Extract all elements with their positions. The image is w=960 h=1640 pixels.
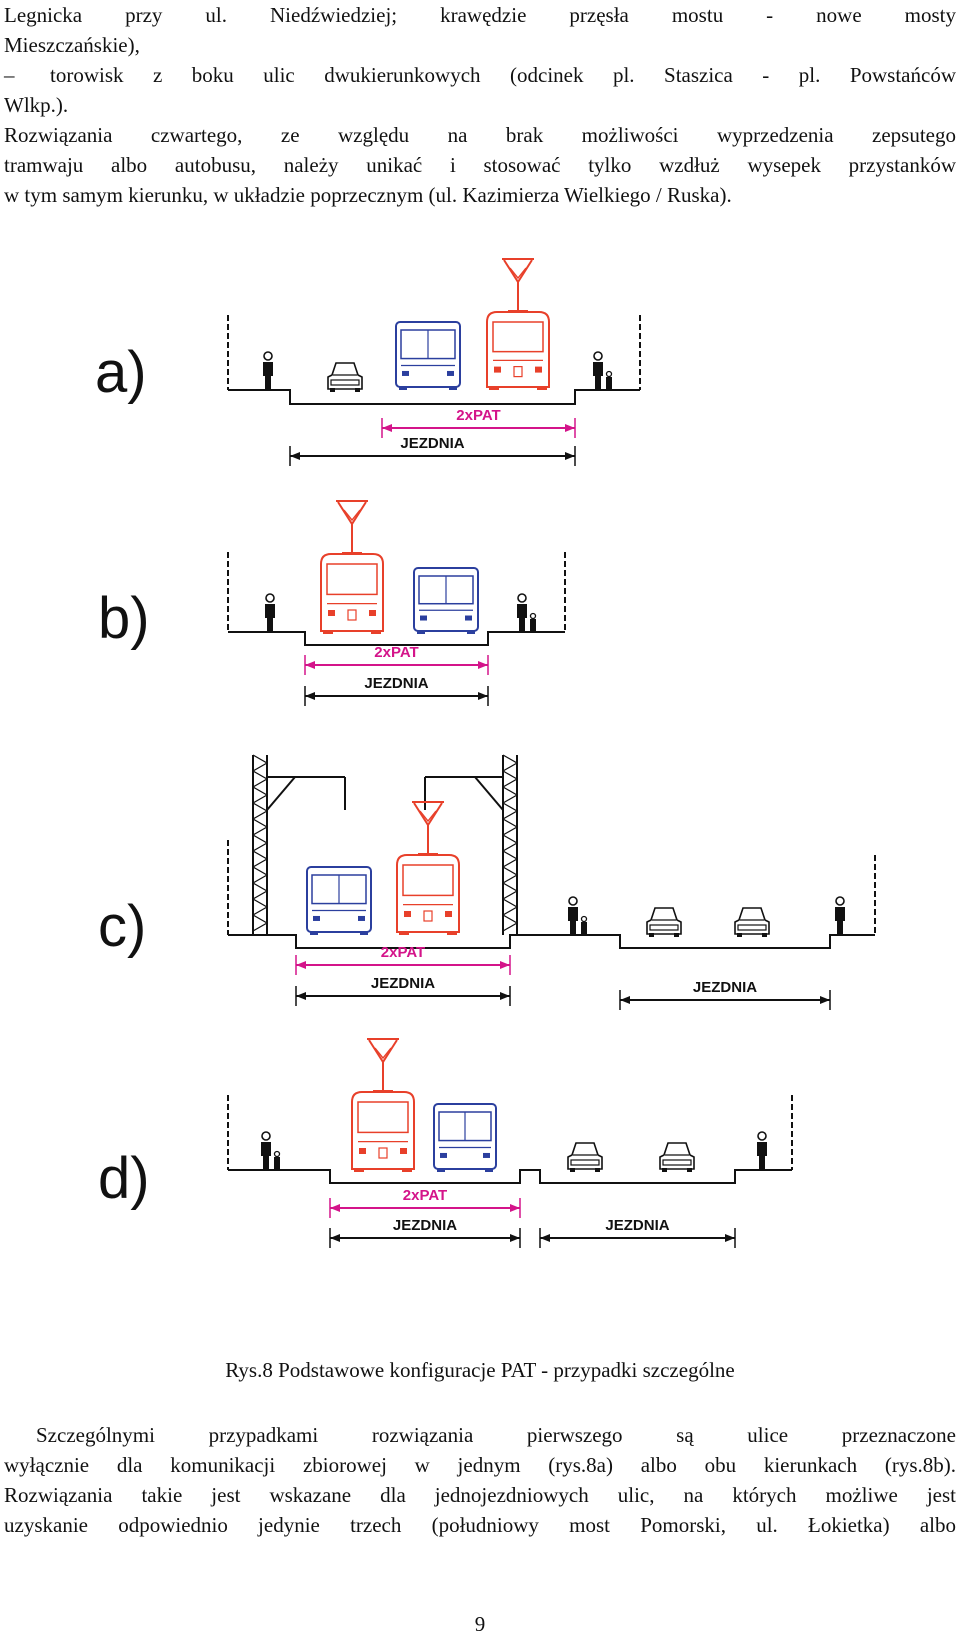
pantograph-icon — [367, 1038, 399, 1092]
ground-profile — [228, 631, 565, 646]
tram-icon — [486, 311, 550, 390]
text-line: Szczególnymi przypadkami rozwiązania pie… — [36, 1423, 956, 1447]
pat-label: 2xPAT — [374, 644, 418, 661]
cross-section-figure: a) 2xPAT JEZDNIA b) 2xPAT JEZDNIA c) 2xPAT JEZDN… — [95, 258, 876, 1248]
road-dimension: JEZDNIA — [539, 1217, 736, 1248]
road-dimension: JEZDNIA — [329, 1217, 521, 1248]
pat-dimension: 2xPAT — [304, 644, 489, 675]
panel-label: d) — [98, 1146, 150, 1211]
figure-caption: Rys.8 Podstawowe konfiguracje PAT - przy… — [225, 1358, 735, 1382]
pedestrian-with-child-icon — [261, 1131, 281, 1170]
text-line: w tym samym kierunku, w układzie poprzec… — [4, 183, 732, 207]
road-dimension: JEZDNIA — [295, 975, 511, 1006]
pat-dimension: 2xPAT — [381, 407, 576, 438]
text-line: Wlkp.). — [4, 93, 69, 117]
pantograph-icon — [502, 258, 534, 312]
tram-icon — [320, 553, 384, 634]
road-label: JEZDNIA — [371, 975, 435, 992]
text-line-dash: – torowisk z boku ulic dwukierunkowych (o… — [4, 60, 956, 90]
ground-profile — [228, 934, 875, 949]
bus-icon — [306, 866, 372, 935]
pat-label: 2xPAT — [456, 407, 500, 424]
bus-icon — [413, 567, 479, 634]
ground-profile — [228, 1169, 792, 1184]
text-line: Rozwiązania takie jest wskazane dla jedn… — [4, 1483, 956, 1507]
text-line: torowisk z boku ulic dwukierunkowych (od… — [50, 63, 956, 87]
text-line: Mieszczańskie), — [4, 33, 140, 57]
overhead-gantry — [252, 754, 519, 935]
pat-dimension: 2xPAT — [295, 944, 511, 975]
pedestrian-icon — [835, 896, 845, 935]
road-dimension: JEZDNIA — [289, 435, 576, 466]
ground-profile — [228, 389, 640, 405]
pedestrian-with-child-icon — [593, 351, 613, 390]
pedestrian-icon — [757, 1131, 767, 1170]
pedestrian-with-child-icon — [568, 896, 588, 935]
pat-dimension: 2xPAT — [329, 1187, 521, 1218]
car-icon — [659, 1142, 695, 1172]
pedestrian-with-child-icon — [517, 593, 537, 632]
panel-label: a) — [95, 340, 147, 405]
pat-label: 2xPAT — [381, 944, 425, 961]
panel-label: b) — [98, 586, 150, 651]
road-label: JEZDNIA — [400, 435, 464, 452]
car-icon — [567, 1142, 603, 1172]
page-number: 9 — [474, 1612, 486, 1636]
text-line: wyłącznie dla komunikacji zbiorowej w je… — [4, 1453, 956, 1477]
car-icon — [734, 907, 770, 937]
text-line: tramwaju albo autobusu, należy unikać i … — [4, 153, 956, 177]
bottom-paragraph: Szczególnymi przypadkami rozwiązania pie… — [4, 1420, 956, 1540]
pedestrian-icon — [265, 593, 275, 632]
road-label: JEZDNIA — [393, 1217, 457, 1234]
pat-label: 2xPAT — [403, 1187, 447, 1204]
road-dimension: JEZDNIA — [619, 979, 831, 1010]
bus-icon — [395, 321, 461, 390]
text-line: Legnicka przy ul. Niedźwiedziej; krawędz… — [4, 3, 956, 27]
road-dimension: JEZDNIA — [304, 675, 489, 706]
pedestrian-icon — [263, 351, 273, 390]
car-icon — [646, 907, 682, 937]
panel-label: c) — [98, 894, 146, 959]
tram-icon — [396, 854, 460, 935]
text-line: Rozwiązania czwartego, ze względu na bra… — [4, 123, 956, 147]
list-dash: – — [4, 63, 15, 87]
road-label: JEZDNIA — [693, 979, 757, 996]
bus-icon — [433, 1103, 497, 1172]
road-label: JEZDNIA — [605, 1217, 669, 1234]
pantograph-icon — [412, 801, 444, 855]
top-paragraph: Legnicka przy ul. Niedźwiedziej; krawędz… — [4, 0, 956, 210]
car-icon — [327, 362, 363, 392]
text-line: uzyskanie odpowiednio jedynie trzech (po… — [4, 1513, 956, 1537]
pantograph-icon — [336, 500, 368, 554]
tram-icon — [351, 1091, 415, 1172]
road-label: JEZDNIA — [364, 675, 428, 692]
